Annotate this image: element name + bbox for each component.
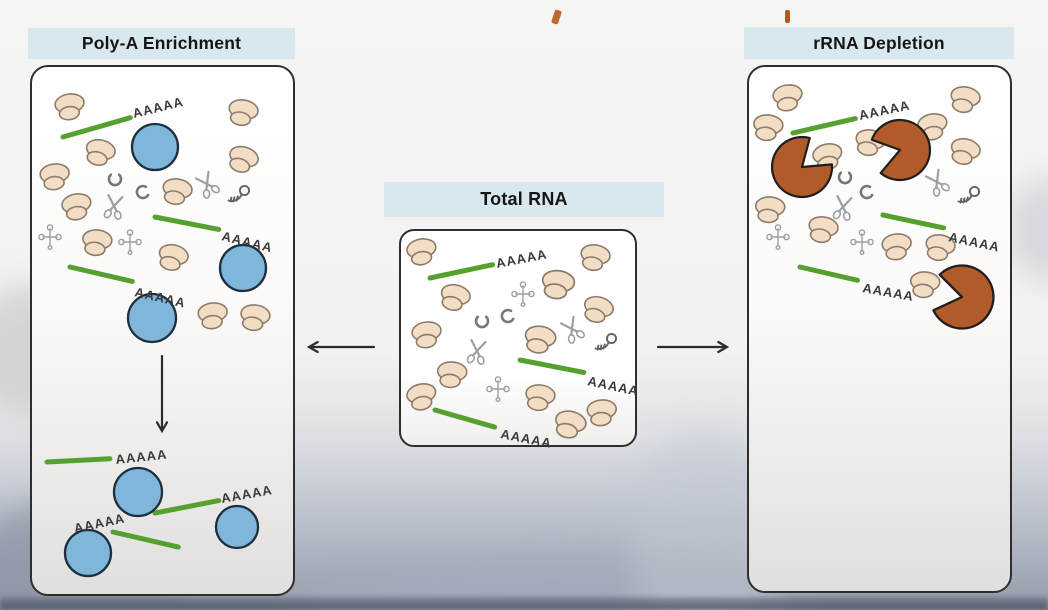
panel-title-total-rna: Total RNA [384, 182, 664, 217]
panel-title-rrna-depletion: rRNA Depletion [744, 27, 1014, 59]
total-rna-panel [399, 229, 637, 447]
rrna-depletion-panel [747, 65, 1012, 593]
cropped-logo-mark [551, 9, 562, 25]
panel-title-polya-enrichment: Poly-A Enrichment [28, 28, 295, 59]
cropped-logo-mark [785, 10, 790, 23]
flow-arrow-left [306, 340, 376, 354]
flow-arrow-right [656, 340, 730, 354]
polya-enrichment-panel [30, 65, 295, 596]
background-photo-strip [0, 597, 1048, 610]
